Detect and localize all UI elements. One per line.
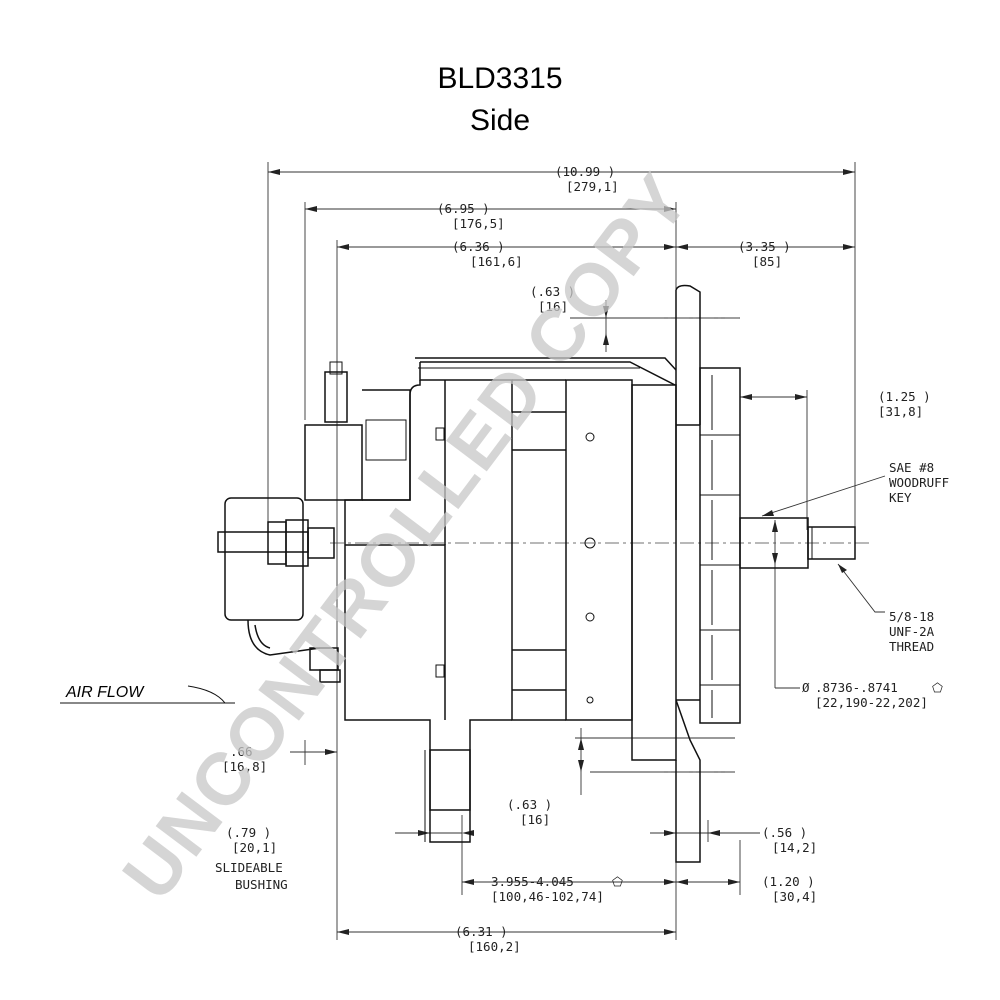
dim-631-in: (6.31 ) bbox=[455, 924, 508, 939]
dim-636-mm: [161,6] bbox=[470, 254, 523, 269]
dim-079-in: (.79 ) bbox=[226, 825, 271, 840]
dim-066-in: .66 bbox=[230, 744, 253, 759]
dimension-lines bbox=[268, 169, 886, 935]
regulator bbox=[304, 424, 363, 501]
dim-3955-mm: [100,46-102,74] bbox=[491, 889, 604, 904]
mounting-foot bbox=[429, 749, 471, 843]
drawing-title: BLD3315 bbox=[437, 62, 563, 95]
dim-shaft-dia-symbol: Ø bbox=[802, 680, 810, 695]
notes: SAE #8 WOODRUFF KEY 5/8-18 UNF-2A THREAD… bbox=[65, 460, 949, 892]
drawing-subtitle: Side bbox=[469, 104, 531, 137]
note-thread-3: THREAD bbox=[889, 639, 934, 654]
front-housing bbox=[631, 384, 677, 761]
dim-056-in: (.56 ) bbox=[762, 825, 807, 840]
note-woodruff-2: WOODRUFF bbox=[889, 475, 949, 490]
note-thread-2: UNF-2A bbox=[889, 624, 935, 639]
dim-631-mm: [160,2] bbox=[468, 939, 521, 954]
air-flow-arrow bbox=[60, 685, 235, 704]
battery-terminal bbox=[324, 371, 348, 423]
note-woodruff-3: KEY bbox=[889, 490, 912, 505]
dim-overall-mm: [279,1] bbox=[566, 179, 619, 194]
dim-120-mm: [30,4] bbox=[772, 889, 817, 904]
note-thread-1: 5/8-18 bbox=[889, 609, 934, 624]
capacitor bbox=[224, 497, 304, 621]
dim-shaft-dia-flag: ⬠ bbox=[932, 680, 944, 695]
dim-056-mm: [14,2] bbox=[772, 840, 817, 855]
dimension-texts: (10.99 ) [279,1] (6.95 ) [176,5] (6.36 )… bbox=[222, 164, 944, 954]
dim-335-in: (3.35 ) bbox=[738, 239, 791, 254]
fan bbox=[699, 367, 741, 724]
dim-335-mm: [85] bbox=[752, 254, 782, 269]
dim-125-in: (1.25 ) bbox=[878, 389, 931, 404]
watermark: UNCONTROLLED COPY bbox=[106, 158, 705, 915]
dim-shaft-dia-mm: [22,190-22,202] bbox=[815, 695, 928, 710]
dim-695-in: (6.95 ) bbox=[437, 201, 490, 216]
dim-120-in: (1.20 ) bbox=[762, 874, 815, 889]
dim-063-bot-mm: [16] bbox=[520, 812, 550, 827]
dim-066-mm: [16,8] bbox=[222, 759, 267, 774]
alternator-outline bbox=[217, 284, 856, 863]
dim-079-mm: [20,1] bbox=[232, 840, 277, 855]
note-woodruff-1: SAE #8 bbox=[889, 460, 934, 475]
stator bbox=[565, 379, 633, 721]
note-bushing-2: BUSHING bbox=[235, 877, 288, 892]
dim-125-mm: [31,8] bbox=[878, 404, 923, 419]
dim-overall-in: (10.99 ) bbox=[555, 164, 615, 179]
dim-3955-flag: ⬠ bbox=[612, 874, 624, 889]
dim-063-top-in: (.63 ) bbox=[530, 284, 575, 299]
shaft-thread bbox=[807, 526, 856, 560]
note-bushing-1: SLIDEABLE bbox=[215, 860, 283, 875]
note-air-flow: AIR FLOW bbox=[65, 684, 145, 701]
dim-063-bot-in: (.63 ) bbox=[507, 797, 552, 812]
dim-636-in: (6.36 ) bbox=[452, 239, 505, 254]
dim-695-mm: [176,5] bbox=[452, 216, 505, 231]
dim-063-top-mm: [16] bbox=[538, 299, 568, 314]
dim-3955-in: 3.955-4.045 bbox=[491, 874, 574, 889]
dim-shaft-dia-in: .8736-.8741 bbox=[815, 680, 898, 695]
